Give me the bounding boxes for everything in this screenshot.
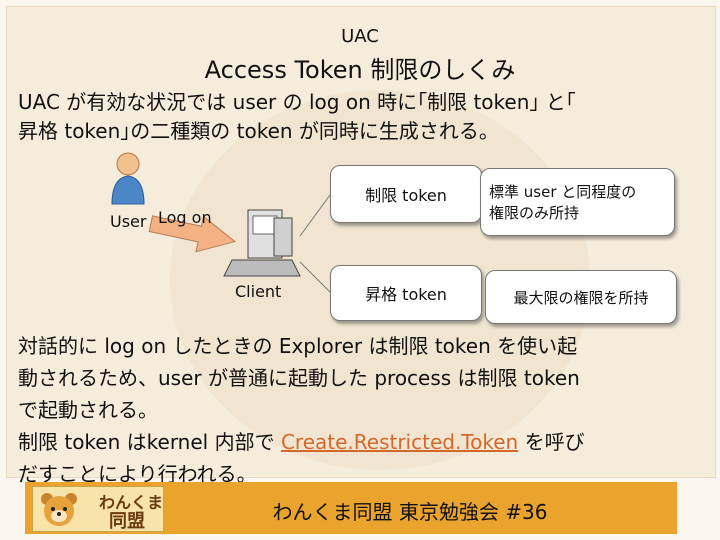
bear-face-icon [41, 493, 77, 526]
body-line-4: 制限 token はkernel 内部で Create.Restricted.T… [18, 426, 708, 458]
restricted-token-box: 制限 token [330, 165, 482, 223]
standard-callout-line-2: 権限のみ所持 [489, 204, 580, 222]
elevated-token-box: 昇格 token [330, 265, 482, 321]
client-label: Client [235, 282, 282, 301]
body-text: 対話的に log on したときの Explorer は制限 token を使い… [18, 330, 708, 490]
standard-user-callout: 標準 user と同程度の 権限のみ所持 [480, 168, 675, 236]
user-icon [111, 152, 145, 205]
restricted-token-label: 制限 token [365, 186, 447, 205]
intro-text: UAC が有効な状況では user の log on 時に｢制限 token｣ … [18, 88, 708, 146]
intro-line-1: UAC が有効な状況では user の log on 時に｢制限 token｣ … [18, 90, 576, 114]
logo-text-1: わんくま [99, 493, 164, 512]
logon-arrow [148, 215, 237, 253]
body-line-4-prefix: 制限 token はkernel 内部で [18, 430, 281, 454]
footer-text: わんくま同盟 東京勉強会 #36 [272, 500, 548, 524]
slide-title: Access Token 制限のしくみ [204, 56, 516, 84]
body-line-3: で起動される。 [18, 398, 158, 422]
wankuma-logo: わんくま 同盟 [32, 486, 164, 532]
logon-label: Log on [158, 208, 212, 227]
computer-icon [223, 209, 301, 277]
full-rights-callout: 最大限の権限を所持 [485, 270, 677, 324]
body-line-1: 対話的に log on したときの Explorer は制限 token を使い… [18, 334, 578, 358]
full-rights-label: 最大限の権限を所持 [513, 288, 649, 307]
standard-callout-line-1: 標準 user と同程度の [489, 183, 637, 201]
create-restricted-token-link[interactable]: Create.Restricted.Token [280, 430, 519, 454]
user-label: User [110, 212, 147, 231]
intro-line-2: 昇格 token｣の二種類の token が同時に生成される。 [18, 119, 499, 143]
slide-title-uac: UAC [341, 26, 379, 47]
logo-text-2: 同盟 [109, 511, 145, 532]
elevated-token-label: 昇格 token [365, 285, 447, 304]
body-line-4-suffix: を呼び [518, 430, 585, 454]
body-line-2: 動されるため、user が普通に起動した process は制限 token [18, 366, 580, 390]
